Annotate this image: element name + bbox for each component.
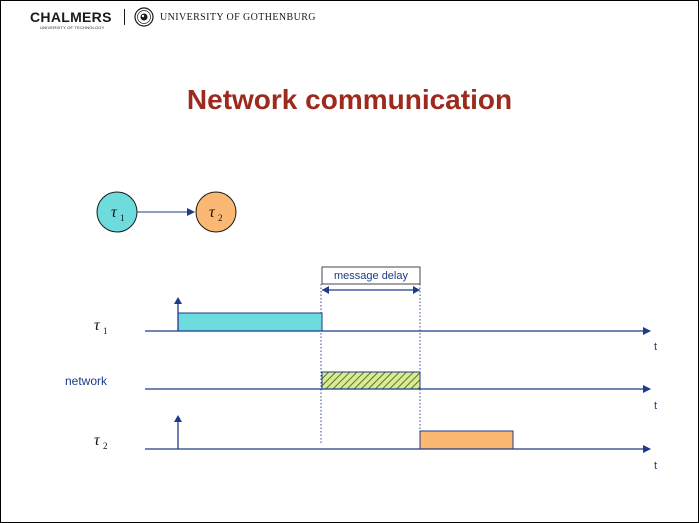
node-tau-2 xyxy=(195,191,237,233)
university-seal-icon xyxy=(134,7,154,27)
message-delay-label: message delay xyxy=(334,270,408,282)
row-tau-1-subscript: 1 xyxy=(103,326,108,336)
row-tau-1-symbol: τ xyxy=(94,317,101,334)
tau-1-axis-label: t xyxy=(654,341,657,353)
chalmers-logo: CHALMERS xyxy=(30,9,112,25)
message-delay-label-box xyxy=(321,266,421,285)
timeline-row-tau-2: τ 2 t xyxy=(94,415,657,472)
network-axis-label: t xyxy=(654,400,657,412)
network-transmission-bar xyxy=(321,371,421,390)
gothenburg-logo-text: UNIVERSITY OF GOTHENBURG xyxy=(160,12,316,23)
node-tau-1 xyxy=(96,191,138,233)
tau-2-execution-bar xyxy=(419,430,514,450)
slide-title: Network communication xyxy=(186,84,513,115)
row-tau-2-subscript: 2 xyxy=(103,441,108,451)
row-network-label: network xyxy=(65,374,108,388)
message-delay-arrowhead-left xyxy=(322,286,329,294)
node-tau-1-subscript: 1 xyxy=(120,213,125,223)
chalmers-logo-subtitle: UNIVERSITY OF TECHNOLOGY xyxy=(40,25,105,30)
message-delay-annotation: message delay xyxy=(320,266,421,445)
header-separator xyxy=(124,9,125,25)
timeline-row-network: network t xyxy=(65,371,657,412)
message-delay-arrowhead-right xyxy=(413,286,420,294)
tau-2-axis-label: t xyxy=(654,460,657,472)
task-graph: τ 1 τ 2 xyxy=(96,191,237,233)
slide-header: CHALMERS UNIVERSITY OF TECHNOLOGY UNIVER… xyxy=(0,0,697,38)
node-tau-2-subscript: 2 xyxy=(218,213,223,223)
tau-1-release-arrowhead xyxy=(174,297,182,304)
node-tau-2-symbol: τ xyxy=(209,204,216,221)
tau-2-release-arrowhead xyxy=(174,415,182,422)
tau-1-execution-bar xyxy=(177,312,323,332)
row-tau-2-symbol: τ xyxy=(94,432,101,449)
node-tau-1-symbol: τ xyxy=(111,204,118,221)
timeline-row-tau-1: τ 1 t xyxy=(94,297,657,353)
